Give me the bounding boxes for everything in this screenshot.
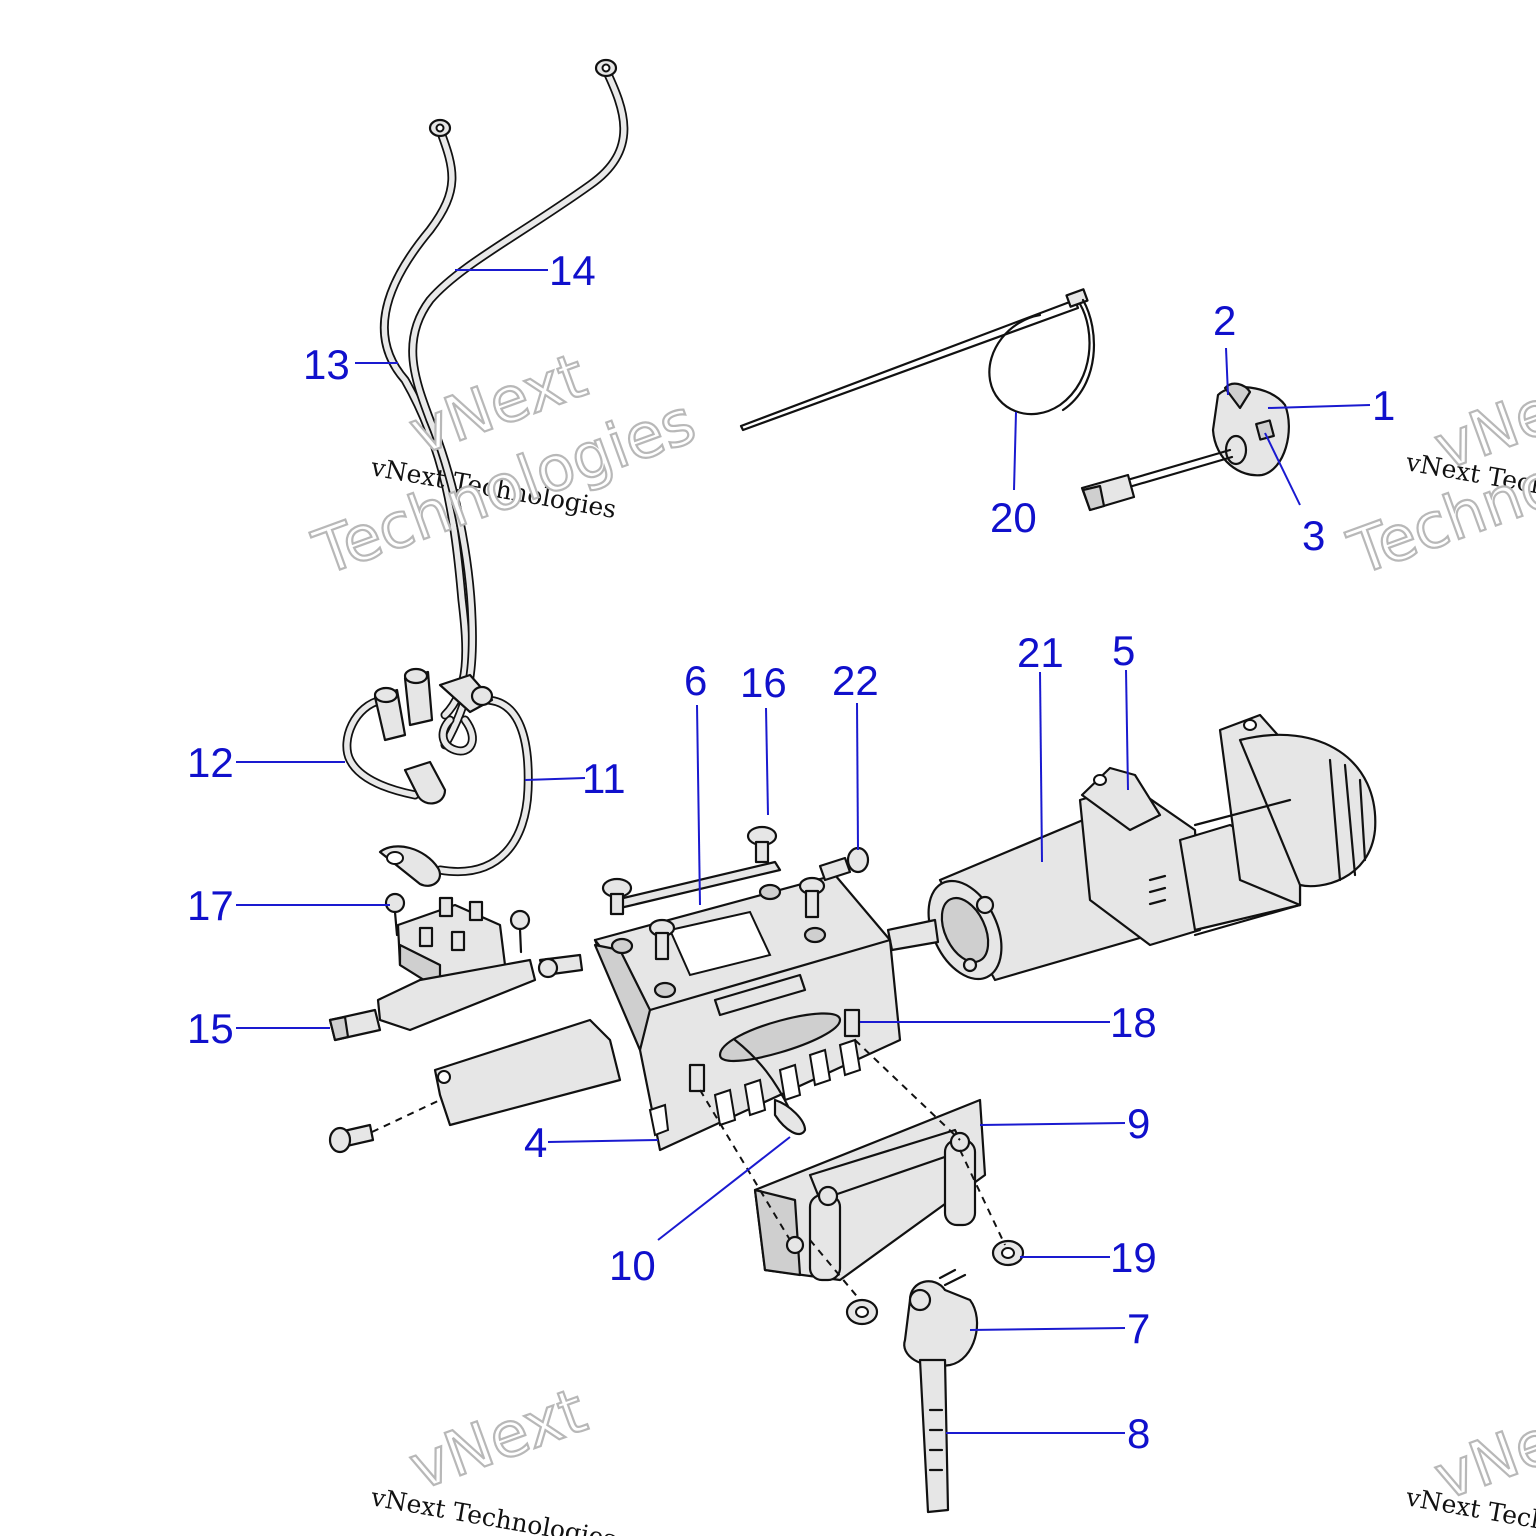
callout-10: 10 [609, 1242, 656, 1289]
callout-3: 3 [1302, 512, 1325, 559]
connector-15 [328, 1008, 382, 1042]
callout-21: 21 [1017, 629, 1064, 676]
winch-drum-5 [1078, 713, 1377, 947]
callout-2: 2 [1213, 297, 1236, 344]
callout-20: 20 [990, 494, 1037, 541]
watermark-line1-bottom: vNext [400, 1374, 595, 1505]
watermark-text-bottom: vNext Technologies [368, 1482, 619, 1536]
hook-7 [903, 1268, 979, 1368]
contactor-17 [376, 892, 584, 1032]
motor-cable-11 [378, 695, 533, 887]
callout-9: 9 [1127, 1100, 1150, 1147]
callout-11: 11 [582, 755, 626, 802]
callout-18: 18 [1110, 999, 1157, 1046]
callout-1: 1 [1372, 382, 1395, 429]
nuts-19 [845, 1239, 1025, 1326]
callout-5: 5 [1112, 627, 1135, 674]
mount-plate-4 [433, 873, 902, 1152]
cable-10 [688, 1008, 861, 1136]
assembly-lines [371, 1039, 1006, 1301]
callout-16: 16 [740, 659, 787, 706]
callout-19: 19 [1110, 1234, 1157, 1281]
callout-7: 7 [1127, 1305, 1150, 1352]
callout-8: 8 [1127, 1410, 1150, 1457]
callout-15: 15 [187, 1005, 234, 1052]
callout-4: 4 [524, 1119, 547, 1166]
battery-cable-14 [408, 58, 629, 750]
callout-13: 13 [303, 341, 350, 388]
fairlead-9 [753, 1098, 987, 1282]
battery-cable-13 [379, 118, 471, 720]
winch-switch-1 [1080, 382, 1290, 512]
callout-22: 22 [832, 657, 879, 704]
cable-boots [373, 667, 494, 805]
callout-12: 12 [187, 739, 234, 786]
callout-17: 17 [187, 882, 234, 929]
strap-8 [918, 1358, 950, 1514]
bolts-16-22 [328, 825, 870, 1154]
cable-tie-20 [739, 288, 1096, 432]
callout-6: 6 [684, 657, 707, 704]
callouts: 1 2 3 4 5 6 7 8 9 10 11 12 13 14 15 16 1… [187, 247, 1395, 1457]
leader-lines [236, 269, 1371, 1434]
callout-14: 14 [549, 247, 596, 294]
motor-cable-12 [342, 695, 477, 800]
